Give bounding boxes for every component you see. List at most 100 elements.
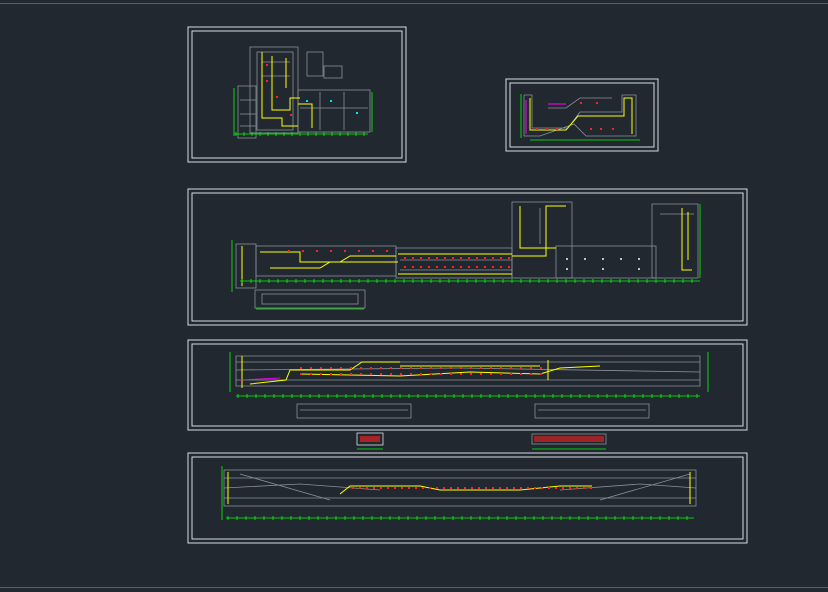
fixture-mark [470,373,472,375]
fixture-mark [520,487,522,489]
fixture-mark [460,266,462,268]
fixture-mark [534,487,536,489]
fixture-mark [513,487,515,489]
sheet-3-duct-runs [241,205,692,286]
fixture-mark [380,487,382,489]
sheet-1-floor-plan[interactable] [187,26,407,163]
sheet-1-dimension-lines [233,88,373,136]
fixture-mark [540,367,542,369]
fixture-mark [480,373,482,375]
fixture-mark [527,487,529,489]
fixture-mark [288,250,290,252]
fixture-mark [436,266,438,268]
fixture-mark [352,487,354,489]
fixture-mark [404,266,406,268]
detail-block-left[interactable] [356,432,384,450]
fixture-mark [310,367,312,369]
fixture-mark [300,373,302,375]
fixture-mark [478,487,480,489]
fixture-mark [436,487,438,489]
fixture-mark [330,250,332,252]
fixture-mark [300,367,302,369]
sheet-3-walls [235,201,699,309]
fixture-mark [530,373,532,375]
fixture-mark [468,266,470,268]
fixture-mark [555,487,557,489]
fixture-mark [562,487,564,489]
sheet-3-grey-marks [566,258,640,270]
fixture-mark [490,373,492,375]
fixture-mark [540,373,542,375]
sheet-4-outer-border [187,339,748,431]
fixture-mark [450,487,452,489]
fixture-mark [576,487,578,489]
fixture-mark [508,266,510,268]
fixture-mark [410,373,412,375]
fixture-mark [429,487,431,489]
sheet-4-inner-border [191,343,744,427]
sheet-5-track-plan[interactable] [187,452,748,544]
fixture-mark [330,373,332,375]
fixture-mark [480,367,482,369]
fixture-mark [460,373,462,375]
fixture-mark [310,373,312,375]
sheet-1-cyan-marks [306,100,358,114]
fixture-mark [370,373,372,375]
sheet-5-duct-runs [227,472,691,504]
sheet-4-fixtures [300,367,542,375]
fixture-mark [444,257,446,259]
fixture-mark [583,487,585,489]
fixture-mark [428,266,430,268]
detail-block-right-fill [534,436,604,442]
fixture-mark [401,487,403,489]
sheet-4-platform-plan[interactable] [187,339,748,431]
fixture-mark [390,373,392,375]
fixture-mark [436,257,438,259]
sheet-2-fixtures [536,102,614,130]
fixture-mark [430,373,432,375]
fixture-mark [452,257,454,259]
fixture-mark [500,266,502,268]
fixture-mark [330,367,332,369]
fixture-mark [500,257,502,259]
fixture-mark [490,367,492,369]
fixture-mark [390,367,392,369]
sheet-1-inner-border [191,30,403,159]
fixture-mark [500,367,502,369]
fixture-mark [492,257,494,259]
fixture-mark [340,367,342,369]
sheet-3-concourse-plan[interactable] [187,188,748,326]
sheet-2-outer-border [505,78,659,152]
fixture-mark [360,367,362,369]
sheet-5-fixtures [352,487,592,489]
fixture-mark [380,373,382,375]
fixture-mark [320,367,322,369]
fixture-mark [520,373,522,375]
fixture-mark [460,257,462,259]
fixture-mark [420,367,422,369]
fixture-mark [302,250,304,252]
fixture-mark [569,487,571,489]
fixture-mark [464,487,466,489]
fixture-mark [510,373,512,375]
fixture-mark [476,257,478,259]
fixture-mark [400,373,402,375]
detail-block-right[interactable] [531,433,607,450]
fixture-mark [530,367,532,369]
fixture-mark [420,373,422,375]
fixture-mark [443,487,445,489]
sheet-2-level-plan[interactable] [505,78,659,152]
fixture-mark [452,266,454,268]
viewport-bottom-edge [0,587,828,588]
fixture-mark [422,487,424,489]
sheet-4-walls [235,355,701,419]
fixture-mark [444,266,446,268]
fixture-mark [420,266,422,268]
sheet-3-dimension-lines [231,204,701,310]
fixture-mark [408,487,410,489]
detail-block-left-fill [360,436,380,442]
sheet-3-fixtures [288,250,510,268]
sheet-3-inner-border [191,192,744,322]
